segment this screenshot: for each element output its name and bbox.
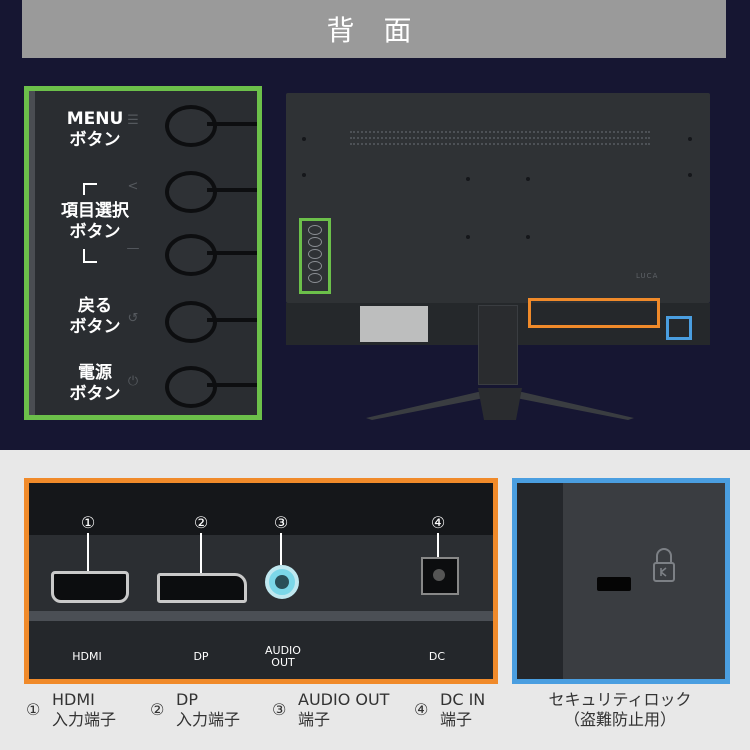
up-button[interactable] <box>165 171 217 213</box>
panel-top-edge <box>29 483 493 535</box>
lock-caption: セキュリティロック （盗難防止用） <box>548 690 692 729</box>
monitor-back <box>286 93 710 303</box>
down-icon: — <box>126 241 140 256</box>
down-button[interactable] <box>165 234 217 276</box>
menu-button[interactable] <box>165 105 217 147</box>
screw-hole <box>688 173 692 177</box>
vesa-hole <box>466 177 470 181</box>
buttons-highlight <box>299 218 331 294</box>
panel-edge <box>29 91 35 415</box>
security-lock-slot <box>597 577 631 591</box>
audio-out-port <box>265 565 299 599</box>
lock-highlight <box>666 316 692 340</box>
dp-port-name: DP <box>193 650 209 663</box>
buttons-closeup-panel: MENU ボタン 項目選択 ボタン 戻る ボタン 電源 ボタン ☰ < — ↺ … <box>24 86 262 420</box>
bracket-bottom-v <box>83 249 85 261</box>
ports-closeup-panel: ① HDMI ② DP ③ AUDIO OUT ④ DC <box>24 478 498 684</box>
page-title: 背 面 <box>22 0 726 58</box>
spec-sticker <box>360 306 428 342</box>
port-pointer <box>200 533 202 573</box>
dc-port-name: DC <box>428 650 446 663</box>
screw-hole <box>302 137 306 141</box>
vesa-hole <box>526 235 530 239</box>
up-button-stem <box>207 188 257 192</box>
port-number-dp: ② <box>193 513 209 532</box>
down-button-stem <box>207 251 257 255</box>
power-button-label: 電源 ボタン <box>69 363 121 404</box>
vesa-hole <box>466 235 470 239</box>
brand-label: LUCA <box>636 272 659 280</box>
port-pointer <box>87 533 89 571</box>
vesa-hole <box>526 177 530 181</box>
port-pointer <box>280 533 282 565</box>
audio-port-name: AUDIO OUT <box>265 644 301 669</box>
vent-row <box>350 143 650 145</box>
up-arrow-icon: < <box>127 179 139 194</box>
menu-button-label: MENU ボタン <box>66 109 124 150</box>
bracket-top <box>83 183 97 185</box>
bracket-top-v <box>83 183 85 195</box>
ports-highlight <box>528 298 660 328</box>
port-number-audio: ③ <box>273 513 289 532</box>
back-button-stem <box>207 318 257 322</box>
hdmi-port <box>51 571 129 603</box>
screw-hole <box>302 173 306 177</box>
menu-button-stem <box>207 122 257 126</box>
menu-icon: ☰ <box>127 113 139 128</box>
hdmi-port-name: HDMI <box>72 650 102 663</box>
port-pointer <box>437 533 439 557</box>
panel-strip <box>29 611 493 621</box>
dc-jack-hole <box>433 569 445 581</box>
vent-row <box>350 137 650 139</box>
stand-base <box>366 388 634 420</box>
port-number-hdmi: ① <box>80 513 96 532</box>
power-icon: ⏻ <box>127 374 139 389</box>
back-button-label: 戻る ボタン <box>69 296 121 337</box>
port-label-bar <box>29 621 493 679</box>
displayport-port <box>157 573 247 603</box>
item-select-button-label: 項目選択 ボタン <box>61 201 129 242</box>
power-button[interactable] <box>165 366 217 408</box>
back-icon: ↺ <box>127 311 139 326</box>
back-button[interactable] <box>165 301 217 343</box>
vent-row <box>350 131 650 133</box>
lock-closeup-panel <box>512 478 730 684</box>
stand-neck <box>478 305 518 385</box>
bracket-bottom <box>83 261 97 263</box>
lock-panel-shadow <box>517 483 563 679</box>
port-number-dc: ④ <box>430 513 446 532</box>
audio-jack-hole <box>275 575 289 589</box>
power-button-stem <box>207 383 257 387</box>
screw-hole <box>688 137 692 141</box>
lock-icon <box>653 548 675 582</box>
dc-in-port <box>421 557 459 595</box>
